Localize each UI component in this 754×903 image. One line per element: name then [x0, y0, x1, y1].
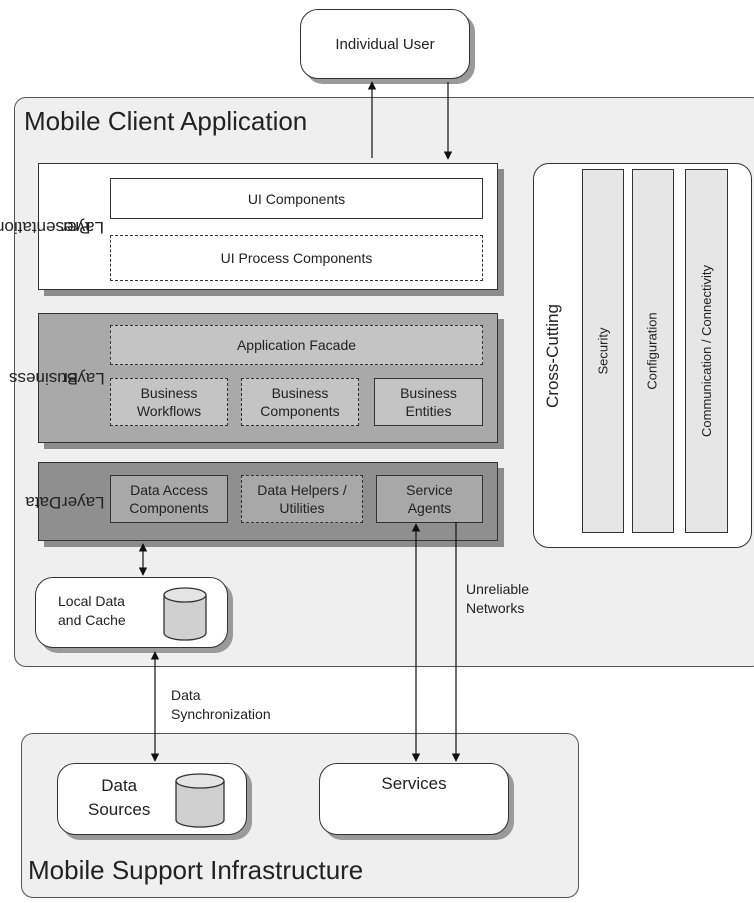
cross-cutting-panel: Cross-Cutting Security Configuration Com… — [533, 163, 752, 548]
data-helpers-label: Data Helpers /Utilities — [257, 482, 347, 516]
individual-user-box: Individual User — [300, 9, 470, 79]
services-box: Services — [319, 763, 509, 835]
ui-components-box: UI Components — [110, 178, 483, 219]
ui-process-components-label: UI Process Components — [220, 250, 373, 266]
database-cylinder-icon — [163, 587, 207, 641]
security-column: Security — [582, 169, 624, 533]
data-helpers-box: Data Helpers /Utilities — [241, 475, 363, 523]
ui-components-label: UI Components — [247, 190, 346, 207]
application-facade-box: Application Facade — [110, 325, 483, 365]
ui-process-components-box: UI Process Components — [110, 235, 483, 281]
database-cylinder-icon — [175, 773, 225, 828]
configuration-column: Configuration — [632, 169, 674, 533]
individual-user-label: Individual User — [335, 35, 435, 53]
communication-connectivity-column: Communication / Connectivity — [685, 169, 728, 533]
mobile-client-application-title: Mobile Client Application — [24, 106, 308, 136]
mobile-support-infrastructure-title: Mobile Support Infrastructure — [28, 855, 364, 885]
application-facade-label: Application Facade — [236, 337, 357, 353]
services-label: Services — [381, 774, 447, 793]
